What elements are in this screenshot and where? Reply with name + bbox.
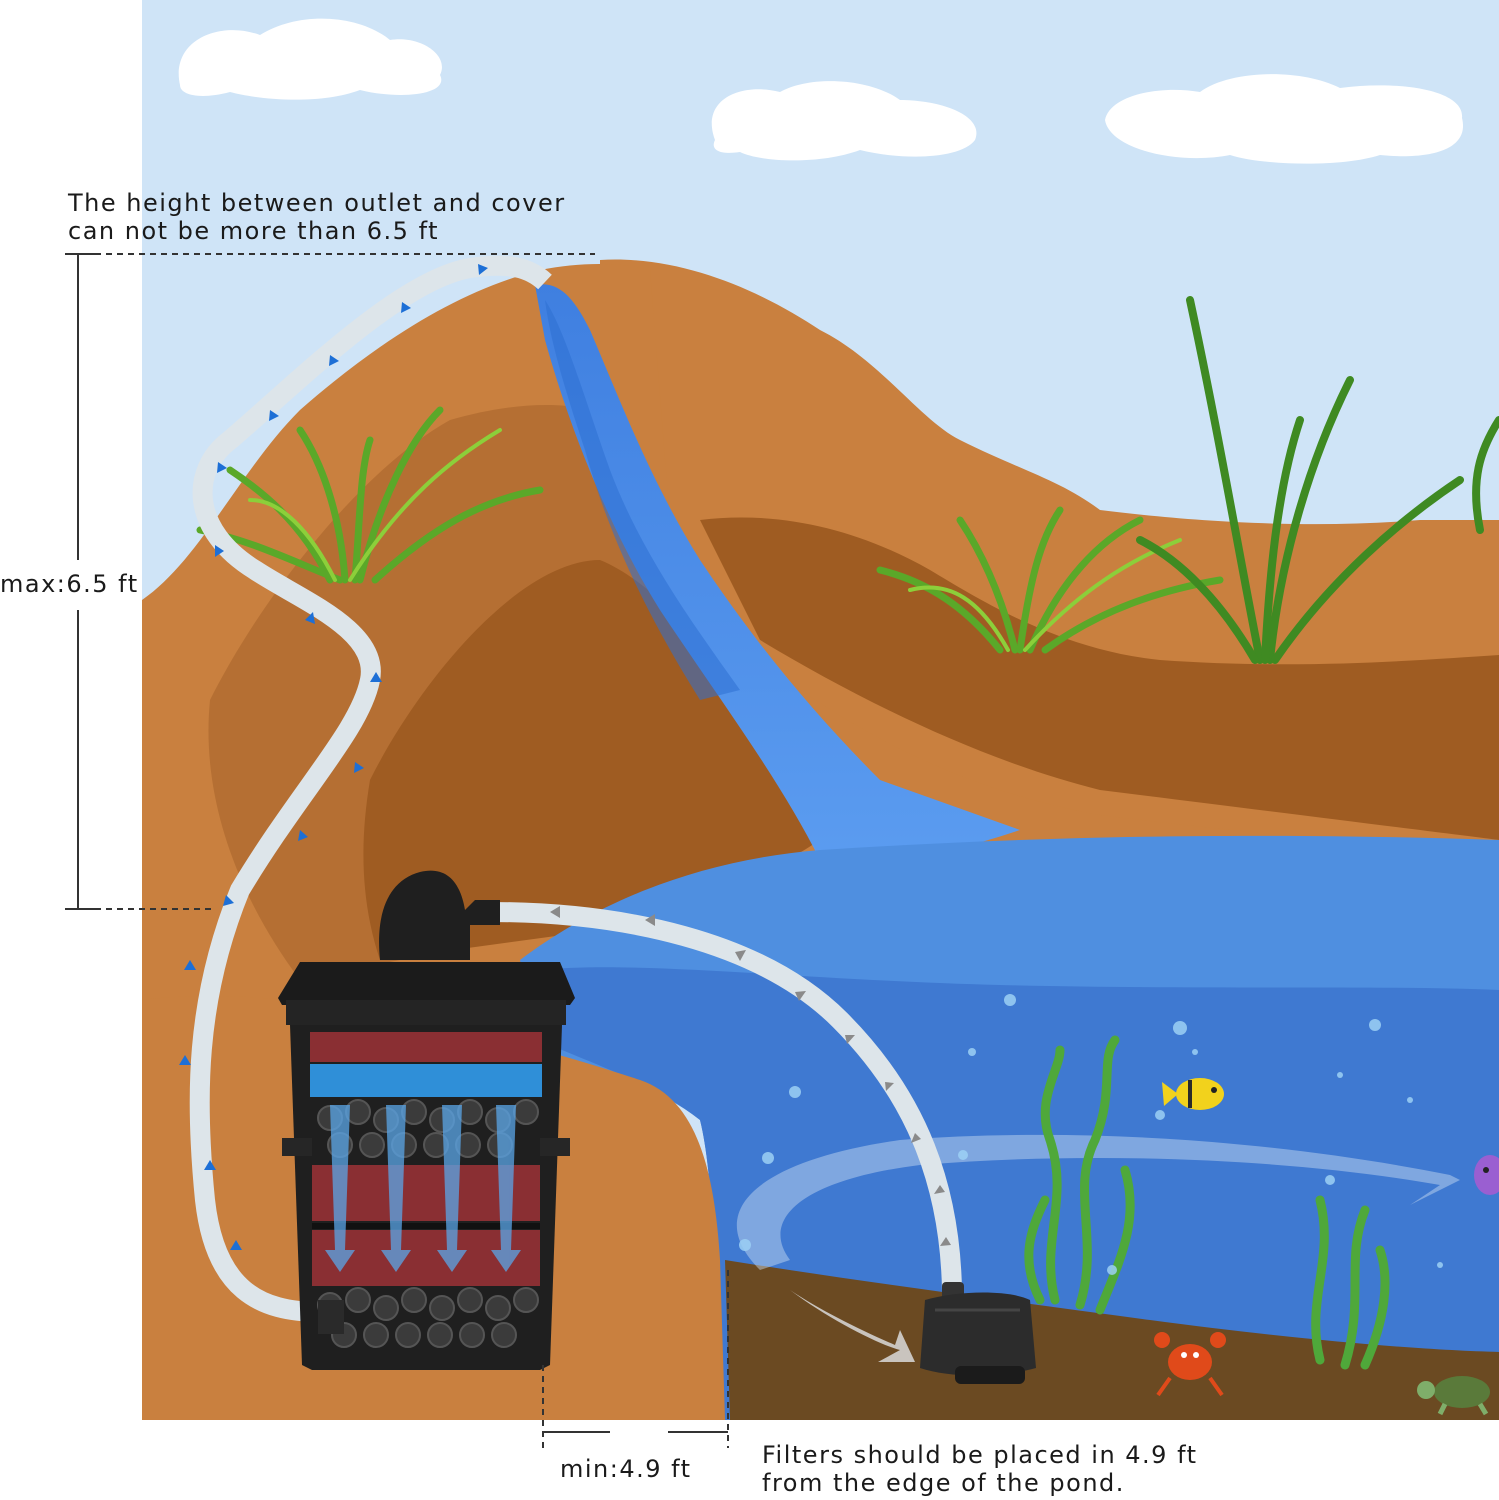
cloud-icon — [178, 18, 1464, 164]
filter-icon — [278, 870, 575, 1370]
crab-icon — [1154, 1332, 1226, 1397]
turtle-icon — [1417, 1376, 1490, 1416]
distance-dimension — [542, 1270, 729, 1448]
max-height-label: max:6.5 ft — [0, 568, 139, 600]
outlet-hose — [189, 255, 552, 1322]
inlet-flow-arrows — [550, 906, 951, 1246]
height-note-line2: can not be more than 6.5 ft — [68, 217, 440, 245]
height-dimension — [65, 253, 595, 910]
red-sponge — [310, 1032, 542, 1062]
inlet-hose — [489, 902, 962, 1291]
placement-note-line2: from the edge of the pond. — [762, 1469, 1125, 1497]
waterfall — [535, 284, 1020, 864]
height-note-line1: The height between outlet and cover — [68, 189, 566, 217]
fish-icon — [1474, 1155, 1499, 1195]
pond-floor — [725, 1260, 1499, 1420]
circulation-arrowhead — [790, 1290, 915, 1362]
height-note: The height between outlet and cover can … — [68, 189, 566, 245]
grass-icon — [196, 406, 544, 584]
grass-icon — [876, 506, 1224, 654]
ground-band — [700, 517, 1499, 840]
grass-icon — [1136, 296, 1499, 664]
fish-icon — [1162, 1078, 1224, 1110]
placement-note-line1: Filters should be placed in 4.9 ft — [762, 1441, 1198, 1469]
ground-shelf — [760, 640, 1499, 850]
blue-sponge — [310, 1064, 542, 1097]
min-distance-label: min:4.9 ft — [560, 1455, 692, 1483]
pump-icon — [920, 1282, 1036, 1384]
filter-flow-arrows — [325, 1105, 521, 1272]
bubbles — [739, 994, 1443, 1275]
seaweed-icon — [1024, 1035, 1390, 1370]
placement-note: Filters should be placed in 4.9 ft from … — [762, 1441, 1198, 1497]
